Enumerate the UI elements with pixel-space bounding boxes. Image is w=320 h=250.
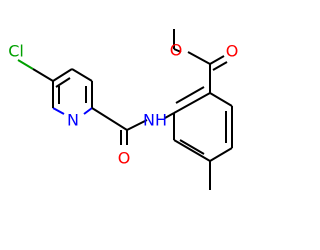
bond-ring-a-1 (32, 68, 54, 82)
bond-ester-carbonyl-2 (212, 61, 228, 71)
bond-ring-b-top-right (173, 92, 211, 114)
bond-ester-carbonyl-1 (209, 55, 225, 65)
ester-oxygen-double-label: O (226, 42, 239, 61)
pyridine-nitrogen-label: N (67, 111, 79, 130)
chlorine-label: Cl (8, 42, 24, 61)
bond-ring-b-top-right-inner (175, 86, 205, 104)
bond-ester-o-methyl (173, 48, 182, 53)
bond-ring-b-bottom-left (173, 139, 211, 162)
amide-nh-label: NH (143, 111, 167, 130)
bond-ring-b-bottom-left-inner (179, 139, 205, 155)
bond-ring-a-2 (52, 68, 73, 82)
bond-ring-b-right-top (209, 92, 233, 107)
amide-oxygen-label: O (118, 149, 131, 168)
bond-ring-to-carbonyl (91, 107, 128, 131)
bond-ring-a-3 (71, 68, 93, 82)
bond-ester-single (187, 51, 211, 65)
bond-ring-a-5-n (83, 107, 93, 115)
bond-ring-a-6-n (52, 107, 65, 115)
bond-carbonyl-to-nh (126, 119, 148, 131)
bond-nh-to-ring-b (164, 112, 175, 119)
chemical-structure-diagram: Cl N NH O O O (8, 29, 239, 190)
bond-ring-a-2-inner (55, 77, 71, 88)
ester-oxygen-single-label: O (170, 41, 183, 60)
bond-cl-c (17, 59, 34, 70)
chemical-structure-canvas: Cl N NH O O O (8, 29, 239, 190)
bond-ring-b-bottom-right (209, 147, 233, 162)
